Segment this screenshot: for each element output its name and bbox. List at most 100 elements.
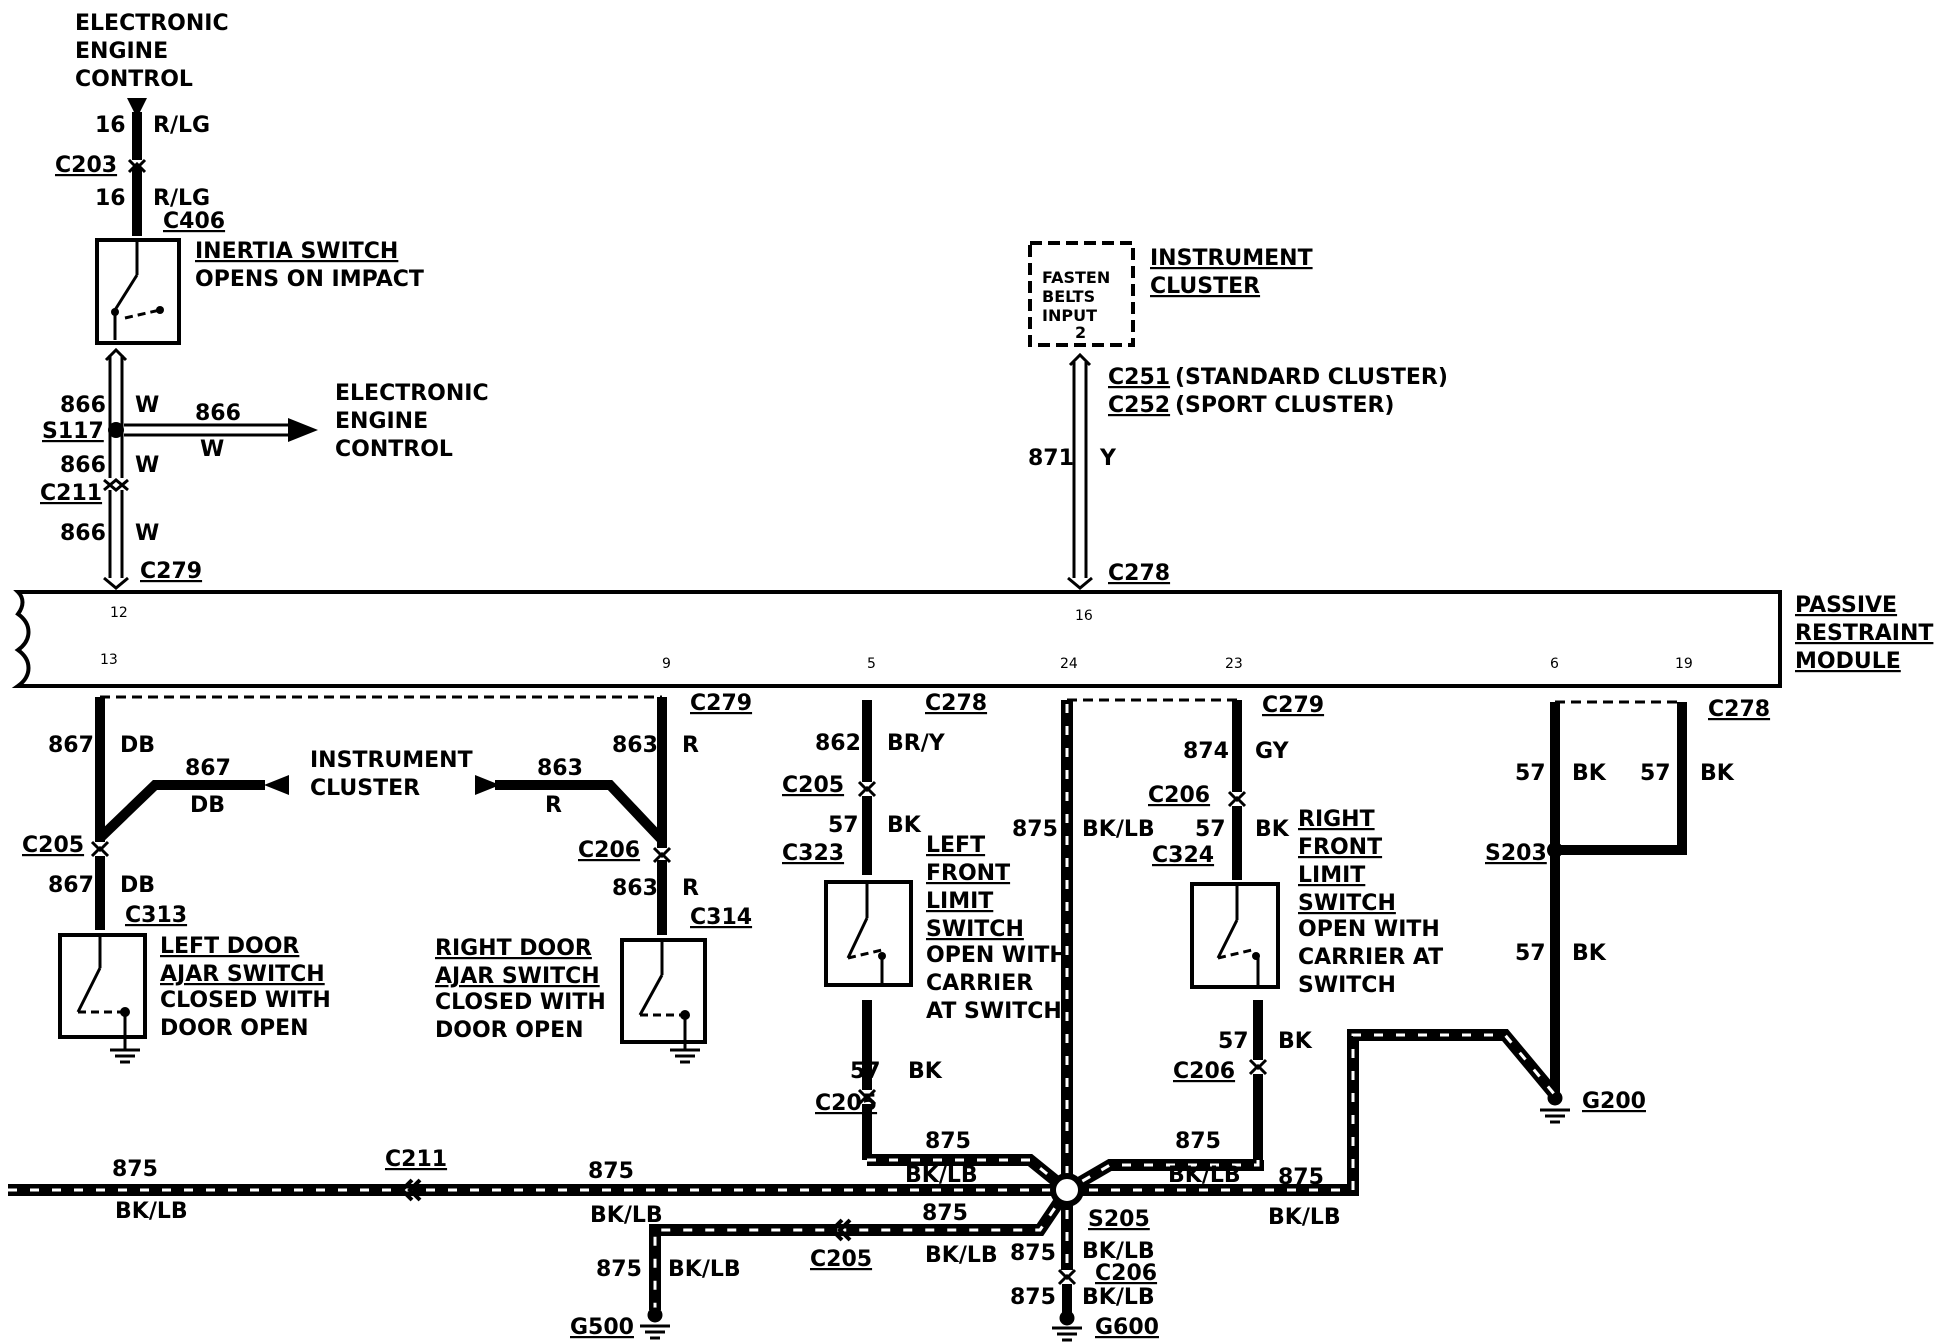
svg-text:875: 875 — [925, 1129, 971, 1154]
svg-text:R/LG: R/LG — [153, 186, 210, 211]
svg-text:871: 871 — [1028, 446, 1074, 471]
svg-text:16: 16 — [95, 186, 126, 211]
svg-text:BK/LB: BK/LB — [905, 1163, 978, 1188]
svg-text:W: W — [135, 453, 159, 478]
svg-text:AJAR SWITCH: AJAR SWITCH — [160, 962, 325, 987]
c279-connector-icon — [103, 576, 129, 590]
right-front-limit-switch-icon — [1216, 886, 1260, 987]
svg-text:S203: S203 — [1485, 841, 1547, 866]
svg-text:FASTEN: FASTEN — [1042, 268, 1110, 287]
svg-text:867: 867 — [48, 873, 94, 898]
svg-text:19: 19 — [1675, 656, 1693, 672]
svg-text:BK: BK — [1572, 761, 1607, 786]
inertia-switch-title: INERTIA SWITCH — [195, 239, 398, 264]
wire-57-bk-g200 — [1550, 702, 1687, 1095]
svg-text:C206: C206 — [1173, 1059, 1235, 1084]
svg-text:BK/LB: BK/LB — [1082, 1239, 1155, 1264]
svg-text:ELECTRONIC: ELECTRONIC — [75, 11, 229, 36]
eec-terminal-icon — [127, 98, 147, 118]
svg-text:CONTROL: CONTROL — [335, 437, 453, 462]
svg-text:57: 57 — [828, 813, 859, 838]
svg-text:875: 875 — [588, 1159, 634, 1184]
svg-text:C278: C278 — [1108, 561, 1170, 586]
svg-text:INPUT: INPUT — [1042, 306, 1097, 325]
svg-text:13: 13 — [100, 652, 118, 668]
svg-text:57: 57 — [850, 1059, 881, 1084]
svg-text:W: W — [135, 521, 159, 546]
svg-text:RESTRAINT: RESTRAINT — [1795, 621, 1933, 646]
svg-text:875: 875 — [1010, 1285, 1056, 1310]
svg-text:OPEN WITH: OPEN WITH — [1298, 917, 1440, 942]
svg-text:C279: C279 — [140, 559, 202, 584]
svg-text:BK/LB: BK/LB — [1168, 1163, 1241, 1188]
wire-874-gy — [1232, 700, 1263, 1160]
svg-text:C324: C324 — [1152, 843, 1214, 868]
svg-text:C313: C313 — [125, 903, 187, 928]
right-door-ajar-title: RIGHT DOOR — [435, 936, 592, 961]
c251-connector-icon — [1068, 352, 1092, 367]
svg-text:C278: C278 — [1708, 697, 1770, 722]
svg-text:G500: G500 — [570, 1315, 634, 1340]
svg-text:BK/LB: BK/LB — [590, 1203, 663, 1228]
left-front-limit-switch-icon — [846, 884, 884, 985]
svg-text:BK/LB: BK/LB — [668, 1257, 741, 1282]
inertia-switch-box — [95, 238, 181, 345]
svg-text:6: 6 — [1550, 656, 1559, 672]
wire-866-w-horizontal — [124, 423, 290, 437]
wire-863-r — [495, 697, 667, 935]
g200-ground-icon — [1540, 1090, 1570, 1124]
svg-text:BK: BK — [1572, 941, 1607, 966]
svg-text:CLUSTER: CLUSTER — [310, 776, 420, 801]
svg-text:57: 57 — [1515, 761, 1546, 786]
ic-terminal-left-icon — [264, 775, 289, 795]
eec-arrow-icon — [288, 418, 318, 442]
svg-text:BK/LB: BK/LB — [115, 1199, 188, 1224]
svg-text:SWITCH: SWITCH — [926, 917, 1024, 942]
s203-splice-icon — [1547, 842, 1563, 858]
svg-text:SWITCH: SWITCH — [1298, 973, 1396, 998]
svg-text:16: 16 — [1075, 608, 1093, 624]
right-door-ajar-switch-icon — [638, 942, 700, 1064]
svg-text:GY: GY — [1255, 739, 1290, 764]
left-door-ajar-switch-icon — [76, 937, 140, 1064]
instrument-cluster-mid-label: INSTRUMENT — [310, 748, 473, 773]
svg-text:DB: DB — [120, 873, 155, 898]
c406-connector-icon — [104, 347, 128, 362]
c211-bottom-connector-icon — [399, 1178, 414, 1202]
svg-text:R: R — [682, 876, 699, 901]
svg-text:DOOR OPEN: DOOR OPEN — [160, 1016, 309, 1041]
svg-text:875: 875 — [1012, 817, 1058, 842]
svg-text:BK/LB: BK/LB — [1082, 1285, 1155, 1310]
svg-text:BK: BK — [1278, 1029, 1313, 1054]
svg-text:C252: C252 — [1108, 393, 1170, 418]
c211-connector-icon — [103, 478, 129, 492]
svg-text:57: 57 — [1640, 761, 1671, 786]
svg-text:866: 866 — [60, 521, 106, 546]
passive-restraint-module-box — [11, 590, 1782, 688]
svg-text:FRONT: FRONT — [926, 861, 1010, 886]
svg-text:875: 875 — [1010, 1241, 1056, 1266]
svg-text:866: 866 — [195, 401, 241, 426]
instrument-cluster-box — [1028, 241, 1135, 347]
right-front-limit-box — [1190, 882, 1280, 989]
svg-text:C211: C211 — [40, 481, 102, 506]
svg-text:BK: BK — [1700, 761, 1735, 786]
svg-text:W: W — [200, 437, 224, 462]
svg-text:BR/Y: BR/Y — [887, 731, 946, 756]
g600-ground-icon — [1052, 1310, 1082, 1342]
instrument-cluster-title: INSTRUMENT — [1150, 246, 1313, 271]
svg-text:ENGINE: ENGINE — [75, 39, 168, 64]
svg-text:C278: C278 — [925, 691, 987, 716]
eec-right-label: ELECTRONIC ENGINE CONTROL — [335, 381, 489, 462]
svg-text:C279: C279 — [690, 691, 752, 716]
svg-text:57: 57 — [1195, 817, 1226, 842]
svg-text:C205: C205 — [815, 1091, 877, 1116]
svg-text:23: 23 — [1225, 656, 1243, 672]
svg-text:(SPORT CLUSTER): (SPORT CLUSTER) — [1175, 393, 1394, 418]
svg-text:866: 866 — [60, 453, 106, 478]
svg-text:C206: C206 — [1148, 783, 1210, 808]
svg-text:C314: C314 — [690, 905, 752, 930]
wire-867-db — [95, 697, 265, 930]
svg-text:866: 866 — [60, 393, 106, 418]
